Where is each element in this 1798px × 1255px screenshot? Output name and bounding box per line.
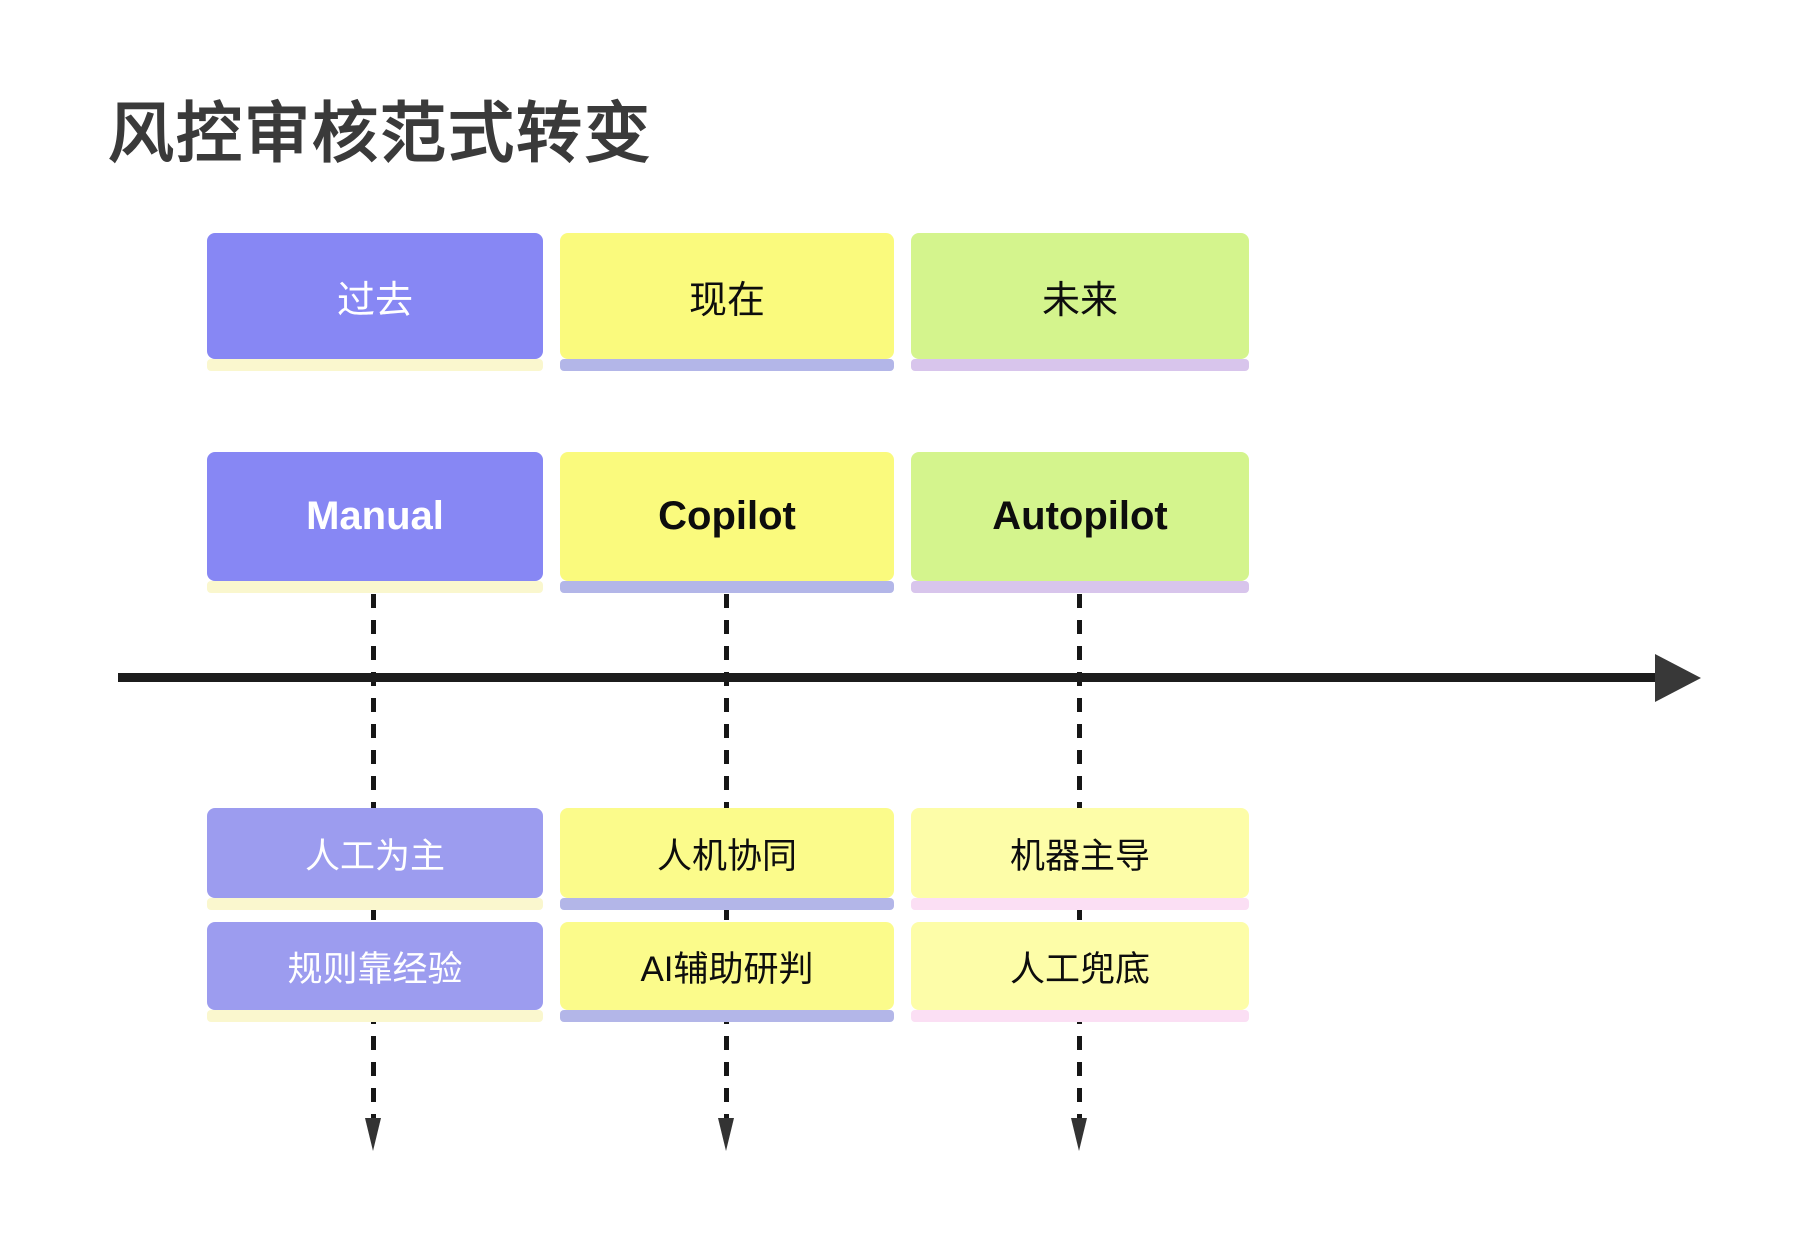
shadow-bar (207, 1010, 543, 1022)
mode-label-autopilot: Autopilot (992, 494, 1168, 538)
period-label-future: 未来 (1041, 279, 1118, 322)
right-arrowhead-icon (1655, 654, 1701, 702)
trait-label-past-1: 人工为主 (304, 836, 445, 876)
period-label-past: 过去 (336, 279, 413, 322)
trait-box-future-2: 人工兜底 (911, 922, 1249, 1022)
mode-box-manual: Manual (207, 452, 543, 593)
period-box-future: 未来 (911, 233, 1249, 371)
shadow-bar (911, 1010, 1249, 1022)
trait-label-future-2: 人工兜底 (1009, 949, 1150, 989)
period-box-present: 现在 (560, 233, 894, 371)
down-arrowhead-icon (365, 1118, 381, 1151)
shadow-bar (911, 581, 1249, 593)
shadow-bar (911, 359, 1249, 371)
shadow-bar (560, 581, 894, 593)
trait-label-future-1: 机器主导 (1009, 836, 1150, 876)
shadow-bar (207, 581, 543, 593)
period-box-past: 过去 (207, 233, 543, 371)
shadow-bar (560, 359, 894, 371)
trait-label-present-2: AI辅助研判 (640, 949, 814, 989)
shadow-bar (911, 898, 1249, 910)
trait-box-future-1: 机器主导 (911, 808, 1249, 910)
down-arrowhead-icon (1071, 1118, 1087, 1151)
mode-box-autopilot: Autopilot (911, 452, 1249, 593)
mode-box-copilot: Copilot (560, 452, 894, 593)
trait-label-present-1: 人机协同 (656, 836, 797, 876)
trait-box-past-2: 规则靠经验 (207, 922, 543, 1022)
trait-box-present-2: AI辅助研判 (560, 922, 894, 1022)
timeline-axis-line (118, 673, 1658, 682)
shadow-bar (207, 898, 543, 910)
trait-box-present-1: 人机协同 (560, 808, 894, 910)
shadow-bar (560, 1010, 894, 1022)
period-label-present: 现在 (688, 279, 765, 322)
trait-box-past-1: 人工为主 (207, 808, 543, 910)
trait-label-past-2: 规则靠经验 (287, 949, 463, 989)
mode-label-copilot: Copilot (658, 494, 796, 538)
mode-label-manual: Manual (306, 494, 444, 538)
page-title: 风控审核范式转变 (108, 96, 652, 170)
shadow-bar (560, 898, 894, 910)
shadow-bar (207, 359, 543, 371)
down-arrowhead-icon (718, 1118, 734, 1151)
